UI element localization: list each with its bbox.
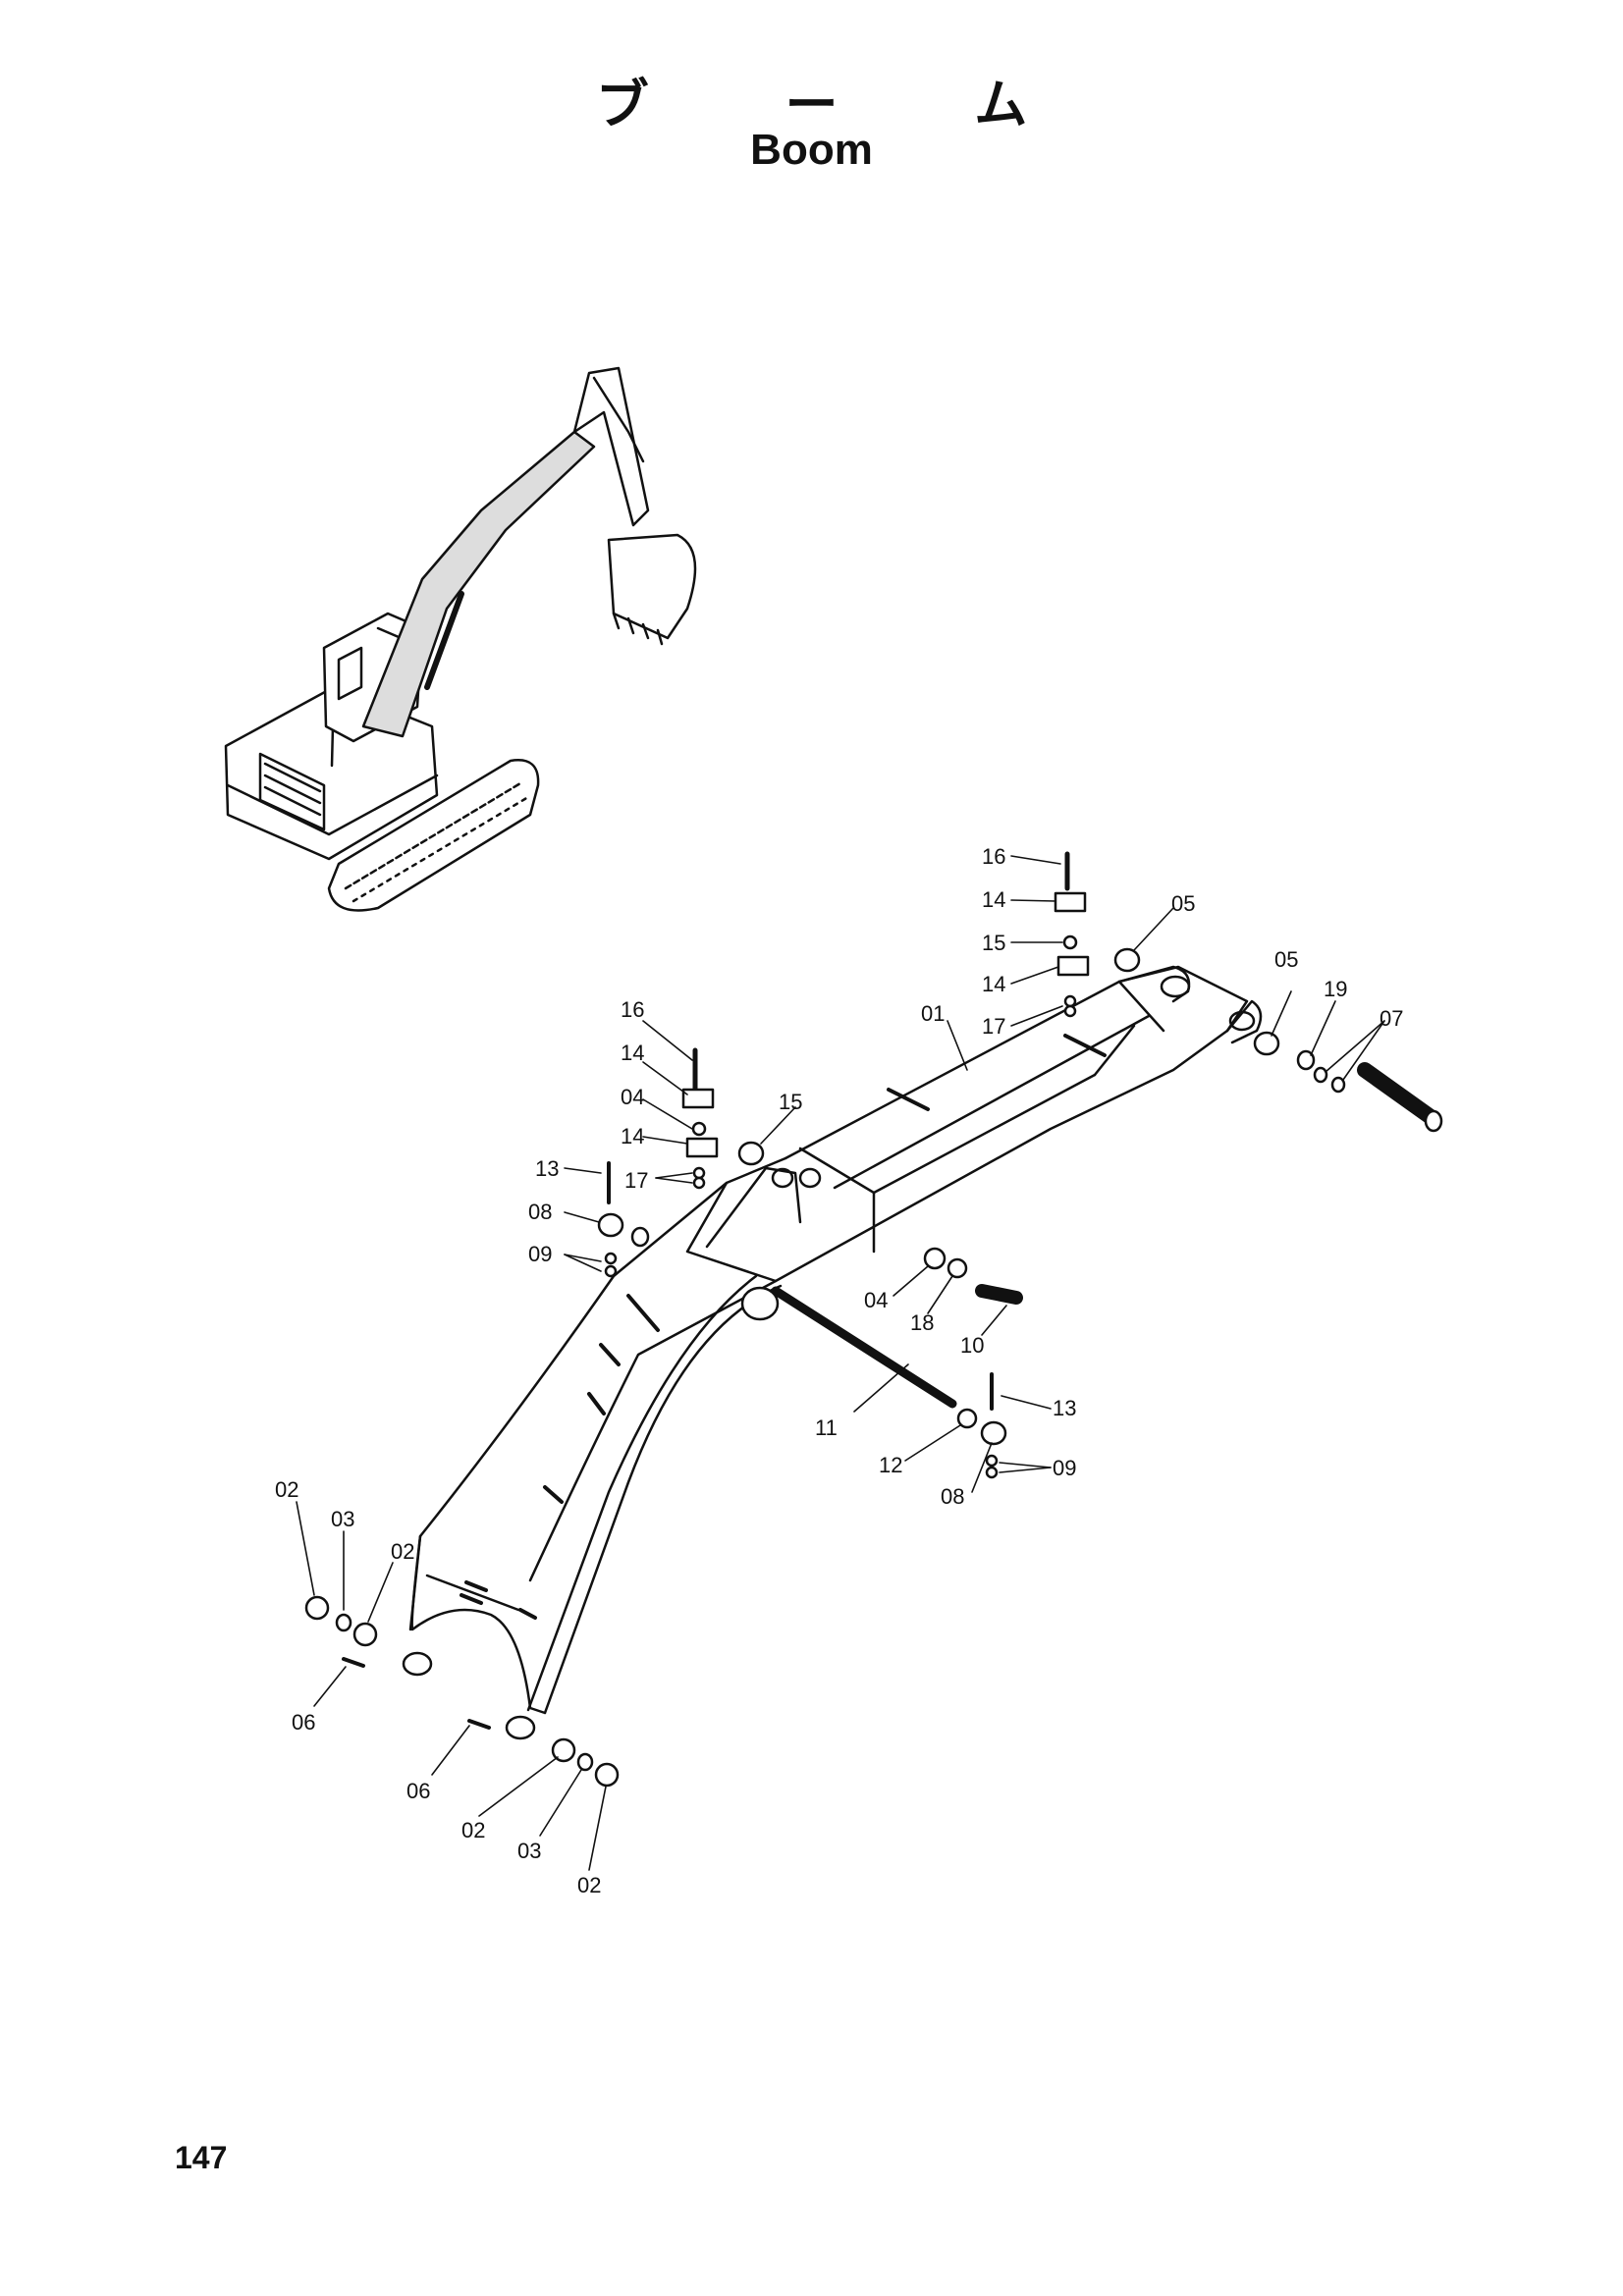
callout-14-top-upper: 14 bbox=[982, 887, 1005, 912]
callout-14-left-upper: 14 bbox=[621, 1041, 644, 1065]
callout-12: 12 bbox=[879, 1453, 902, 1477]
callout-19: 19 bbox=[1324, 977, 1347, 1001]
callout-18: 18 bbox=[910, 1310, 934, 1335]
callout-08-left: 08 bbox=[528, 1200, 552, 1224]
callout-03-left: 03 bbox=[331, 1507, 354, 1531]
callout-13-right: 13 bbox=[1053, 1396, 1076, 1420]
callout-11: 11 bbox=[815, 1415, 838, 1440]
callout-02-left-outer: 02 bbox=[275, 1477, 298, 1502]
page-title-japanese: ブ ー ム bbox=[595, 74, 1087, 135]
excavator-illustration bbox=[224, 366, 697, 912]
callout-06-left: 06 bbox=[292, 1710, 315, 1735]
callout-14-left-lower: 14 bbox=[621, 1124, 644, 1148]
callout-16-top: 16 bbox=[982, 844, 1005, 869]
callout-02-left-inner: 02 bbox=[391, 1539, 414, 1564]
callout-16-left: 16 bbox=[621, 997, 644, 1022]
callout-03-right: 03 bbox=[517, 1839, 541, 1863]
callout-14-top-lower: 14 bbox=[982, 972, 1005, 996]
callout-05-top: 05 bbox=[1171, 891, 1195, 916]
callout-02-right-inner: 02 bbox=[461, 1818, 485, 1842]
callout-01: 01 bbox=[921, 1001, 945, 1026]
callout-13-left: 13 bbox=[535, 1156, 559, 1181]
callout-labels: 16 14 05 15 14 05 19 07 17 01 16 14 15 0… bbox=[275, 844, 1403, 1897]
callout-05-right: 05 bbox=[1274, 947, 1298, 972]
callout-04-upper: 15 bbox=[779, 1090, 802, 1114]
page-title-english: Boom bbox=[750, 126, 873, 174]
callout-09-right: 09 bbox=[1053, 1456, 1076, 1480]
callout-08-right: 08 bbox=[941, 1484, 964, 1509]
boom-main bbox=[402, 965, 1443, 1740]
leader-lines bbox=[296, 855, 1385, 1871]
callout-04-lower: 04 bbox=[864, 1288, 888, 1312]
callout-15-left: 04 bbox=[621, 1085, 644, 1109]
callout-02-right-outer: 02 bbox=[577, 1873, 601, 1897]
page-number: 147 bbox=[175, 2140, 228, 2175]
callout-17-top: 17 bbox=[982, 1014, 1005, 1039]
callout-10: 10 bbox=[960, 1333, 984, 1358]
callout-07: 07 bbox=[1380, 1006, 1403, 1031]
callout-17-left: 17 bbox=[624, 1168, 648, 1193]
callout-09-left: 09 bbox=[528, 1242, 552, 1266]
callout-15-top: 15 bbox=[982, 931, 1005, 955]
hardware-glyphs bbox=[304, 851, 1346, 1788]
callout-06-right: 06 bbox=[406, 1779, 430, 1803]
